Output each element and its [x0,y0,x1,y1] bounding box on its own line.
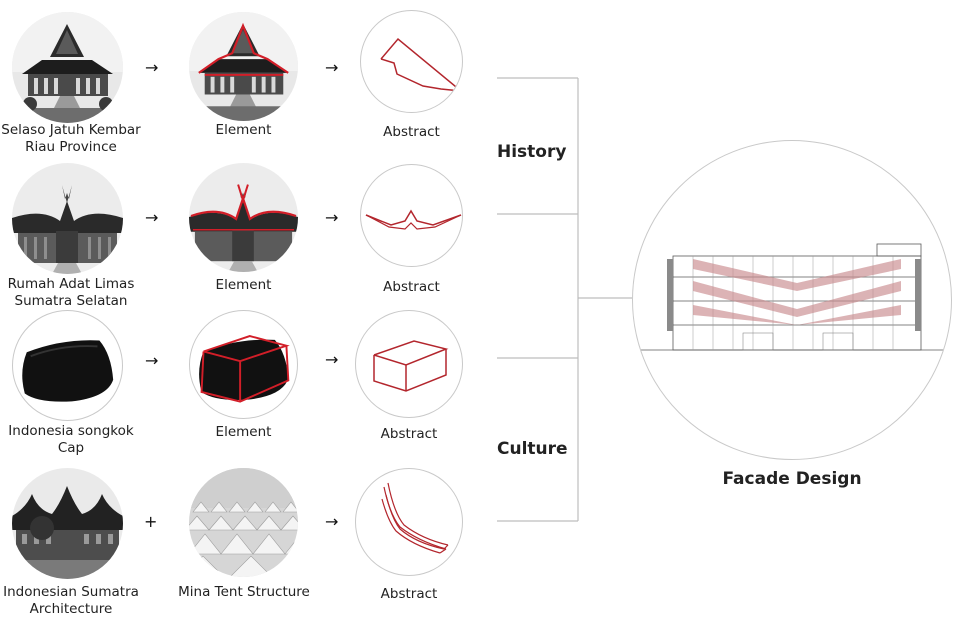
element-image-songkok-cap [189,310,298,419]
abstract-label-2: Abstract [383,279,440,295]
source-label-4: Indonesian Sumatra Architecture [3,584,139,617]
history-label: History [497,142,567,162]
abstract-shape-roof-outline [360,10,463,113]
abstract-label-4: Abstract [380,586,438,602]
facade-design-title: Facade Design [722,469,862,489]
abstract-label-3: Abstract [380,426,438,442]
source-label-1: Selaso Jatuh Kembar Riau Province [1,122,141,155]
facade-design-circle [632,140,952,460]
culture-label: Culture [497,439,568,459]
arrow-icon: → [325,350,339,369]
arrow-icon: → [325,58,339,77]
facade-elevation-drawing [633,243,951,351]
arrow-icon: → [145,351,159,370]
source-image-songkok-cap [12,310,123,421]
arrow-icon: → [145,208,159,227]
plus-icon: + [144,512,158,531]
element-label-2: Element [215,277,272,293]
arrow-icon: → [145,58,159,77]
source-image-rumah-adat-limas [12,163,123,274]
source-label-3: Indonesia songkok Cap [8,423,134,456]
element-image-selaso-jatuh-kembar [189,12,298,121]
abstract-shape-tent-ribbons [355,468,463,576]
abstract-shape-wave-roof [360,164,463,267]
source-label-2: Rumah Adat Limas Sumatra Selatan [7,276,135,309]
mina-tent-image [189,468,298,577]
arrow-icon: → [325,208,339,227]
element-label-3: Element [215,424,272,440]
source-image-sumatra-architecture [12,468,123,579]
source-image-selaso-jatuh-kembar [12,12,123,123]
element-label-1: Element [215,122,272,138]
mina-tent-label: Mina Tent Structure [178,584,310,600]
abstract-shape-box [355,310,463,418]
element-image-rumah-adat-limas [189,163,298,272]
arrow-icon: → [325,512,339,531]
abstract-label-1: Abstract [383,124,440,140]
